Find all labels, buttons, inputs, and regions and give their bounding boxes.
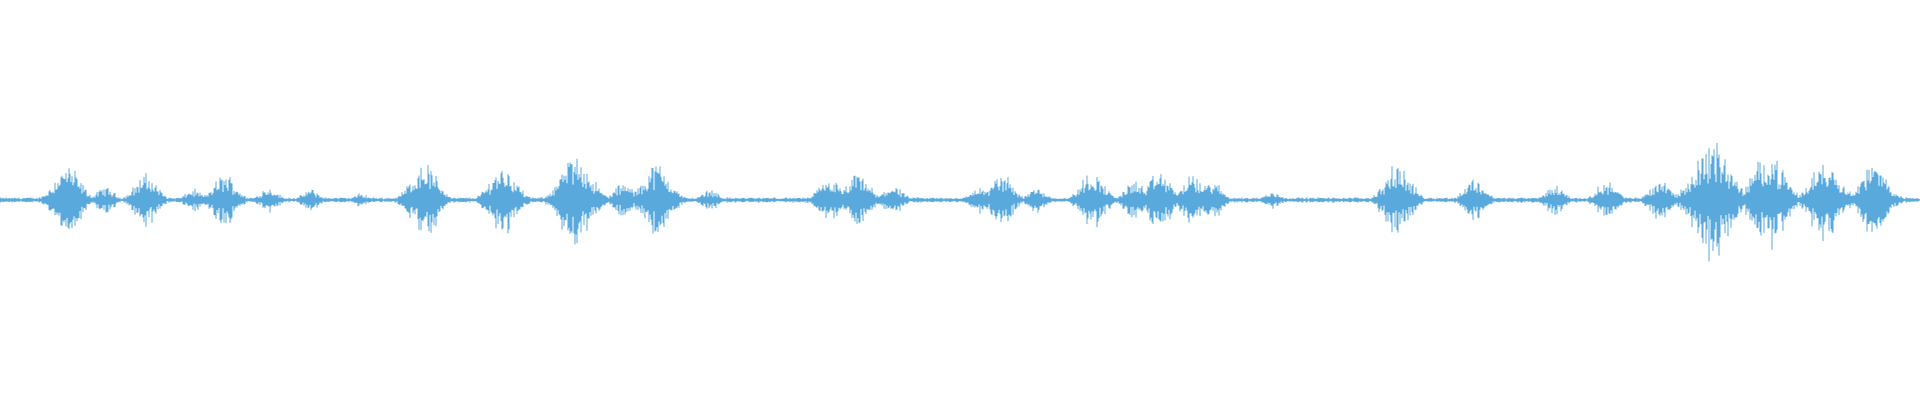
waveform-trace xyxy=(0,143,1920,262)
waveform-samples xyxy=(0,143,1920,262)
